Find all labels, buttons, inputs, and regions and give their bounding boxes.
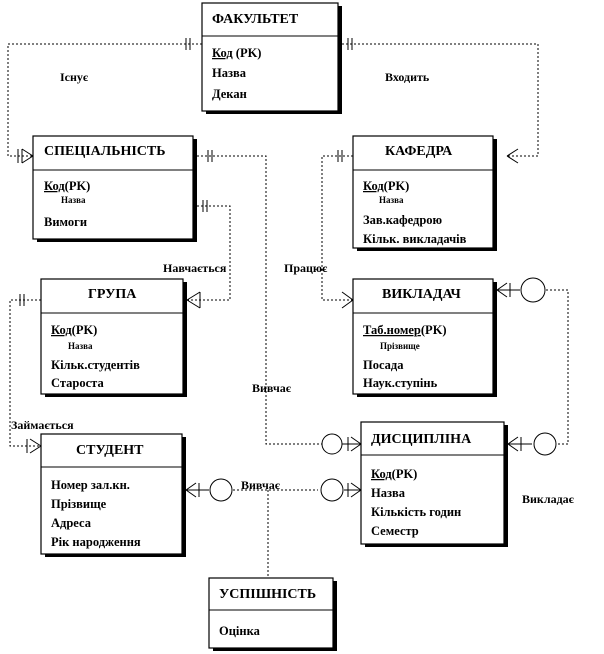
entity-title: ВИКЛАДАЧ — [382, 287, 462, 302]
rel-studied-by-label: Вивчає — [252, 381, 292, 395]
attr: Посада — [363, 358, 404, 372]
entity-specialty: СПЕЦІАЛЬНІСТЬ Код(PK) Назва Вимоги — [32, 135, 197, 242]
optional-circle — [320, 478, 344, 502]
connector-crowfoot — [496, 282, 511, 298]
attr: Оцінка — [219, 624, 261, 638]
optional-circle — [533, 432, 557, 456]
rel-learns-label: Вивчає — [241, 478, 281, 492]
connector-crowfoot — [185, 482, 200, 498]
connector-crowfoot — [507, 436, 522, 452]
connector-group-student — [9, 299, 41, 447]
attr: Кількість годин — [371, 505, 461, 519]
entity-title: СТУДЕНТ — [76, 443, 144, 458]
attr: Рік народження — [51, 535, 141, 549]
attr: Вимоги — [44, 215, 87, 229]
entity-group: ГРУПА Код(PK) Назва Кільк.студентів Стар… — [40, 278, 187, 397]
connector-faculty-specialty — [7, 43, 202, 157]
attr: Прізвище — [380, 341, 420, 351]
rel-engaged-label: Займається — [11, 418, 74, 432]
connector-crowfoot — [341, 291, 354, 309]
attr-key: Код(PK) — [51, 323, 97, 337]
attr: Адреса — [51, 516, 92, 530]
rel-works-label: Працює — [284, 261, 328, 275]
rel-studies-in-label: Навчається — [163, 261, 227, 275]
connector-department-teacher — [321, 155, 353, 301]
connector-mark — [202, 200, 208, 212]
attr: Назва — [68, 341, 93, 351]
entity-grades: УСПІШНІСТЬ Оцінка — [208, 577, 337, 651]
attr: Зав.кафедрою — [363, 213, 443, 227]
attr: Наук.ступінь — [363, 376, 438, 390]
connector-specialty-discipline — [193, 155, 322, 445]
attr: Номер зал.кн. — [51, 478, 130, 492]
connector-crowfoot — [26, 438, 42, 454]
attr: Декан — [212, 87, 247, 101]
connector-faculty-department — [338, 43, 539, 157]
relationship-labels: Існує Входить Навчається Працює Займаєть… — [11, 70, 575, 506]
connector-crowfoot — [506, 148, 519, 164]
entity-title: КАФЕДРА — [385, 144, 453, 159]
connector-mark — [19, 294, 25, 306]
attr-key: Код(PK) — [363, 179, 409, 193]
attr: Назва — [379, 195, 404, 205]
rel-includes-label: Входить — [385, 70, 430, 84]
attr-key: Код(PK) — [44, 179, 90, 193]
attr-key: Код (PK) — [212, 46, 261, 60]
connector-crowfoot — [186, 291, 201, 309]
connector-crowfoot — [342, 436, 362, 452]
rel-teaches-label: Викладає — [522, 492, 575, 506]
connector-mark — [347, 38, 353, 50]
attr: Назва — [371, 486, 406, 500]
entity-discipline: ДИСЦИПЛІНА Код(PK) Назва Кількість годин… — [360, 421, 508, 547]
attr: Кільк.студентів — [51, 358, 140, 372]
entity-title: ГРУПА — [88, 287, 137, 302]
entity-title: ФАКУЛЬТЕТ — [212, 12, 299, 27]
attr: Прізвище — [51, 497, 107, 511]
connector-specialty-group — [187, 205, 231, 301]
attr: Семестр — [371, 524, 419, 538]
optional-circle — [520, 277, 546, 303]
entity-teacher: ВИКЛАДАЧ Таб.номер(PK) Прізвище Посада Н… — [352, 278, 497, 397]
optional-circle — [321, 433, 343, 455]
entity-department: КАФЕДРА Код(PK) Назва Зав.кафедрою Кільк… — [352, 135, 497, 251]
attr-key: Код(PK) — [371, 467, 417, 481]
connector-mark — [185, 38, 191, 50]
entity-student: СТУДЕНТ Номер зал.кн. Прізвище Адреса Рі… — [40, 433, 186, 557]
connector-mark — [337, 150, 343, 162]
connector-teacher-discipline — [546, 289, 569, 445]
rel-exists-label: Існує — [60, 70, 89, 84]
optional-circle — [209, 478, 233, 502]
connector-mark — [207, 150, 213, 162]
entity-title: СПЕЦІАЛЬНІСТЬ — [44, 144, 166, 159]
attr: Кільк. викладачів — [363, 232, 467, 246]
attr: Назва — [61, 195, 86, 205]
connector-crowfoot — [17, 148, 34, 164]
connectors — [7, 38, 569, 578]
attr: Староста — [51, 376, 104, 390]
entity-faculty: ФАКУЛЬТЕТ Код (PK) Назва Декан — [201, 2, 342, 114]
attr-key: Таб.номер(PK) — [363, 323, 447, 337]
connector-crowfoot — [344, 482, 362, 498]
optional-markers — [209, 277, 557, 502]
entity-title: УСПІШНІСТЬ — [219, 587, 316, 602]
entity-title: ДИСЦИПЛІНА — [371, 432, 472, 447]
attr: Назва — [212, 66, 247, 80]
